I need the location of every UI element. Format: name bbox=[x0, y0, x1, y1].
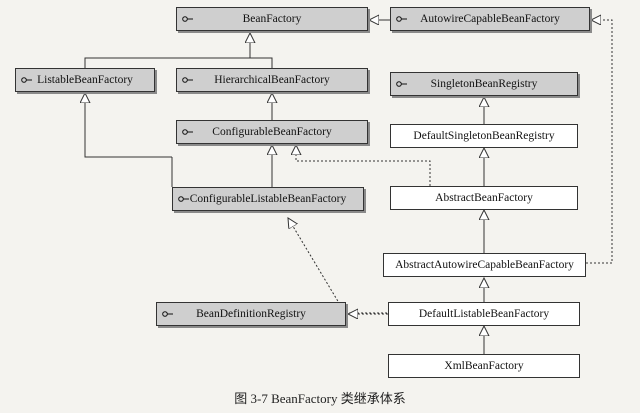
edge-abstractbf-to-configurable bbox=[296, 145, 431, 186]
node-bean-definition-registry: BeanDefinitionRegistry bbox=[156, 302, 346, 326]
node-label: AutowireCapableBeanFactory bbox=[420, 13, 560, 25]
node-label: ListableBeanFactory bbox=[37, 74, 133, 86]
node-label: XmlBeanFactory bbox=[444, 360, 524, 372]
node-label: BeanFactory bbox=[242, 13, 302, 25]
node-label: ConfigurableBeanFactory bbox=[212, 126, 332, 138]
figure-caption: 图 3-7 BeanFactory 类继承体系 bbox=[234, 391, 406, 406]
node-autowire-capable-bean-factory: AutowireCapableBeanFactory bbox=[390, 7, 590, 31]
node-listable-bean-factory: ListableBeanFactory bbox=[15, 68, 155, 92]
interface-icon bbox=[396, 16, 407, 22]
node-singleton-bean-registry: SingletonBeanRegistry bbox=[390, 72, 578, 96]
node-label: DefaultSingletonBeanRegistry bbox=[413, 130, 555, 142]
node-abstract-autowire-capable-bean-factory: AbstractAutowireCapableBeanFactory bbox=[383, 253, 586, 277]
node-bean-factory: BeanFactory bbox=[176, 7, 368, 31]
node-configurable-bean-factory: ConfigurableBeanFactory bbox=[176, 120, 368, 144]
interface-icon bbox=[182, 16, 193, 22]
node-default-singleton-bean-registry: DefaultSingletonBeanRegistry bbox=[390, 124, 578, 148]
interface-icon bbox=[182, 129, 193, 135]
interface-icon bbox=[178, 196, 189, 202]
interface-icon bbox=[162, 311, 173, 317]
node-xml-bean-factory: XmlBeanFactory bbox=[388, 354, 580, 378]
node-default-listable-bean-factory: DefaultListableBeanFactory bbox=[388, 302, 580, 326]
node-label: SingletonBeanRegistry bbox=[430, 78, 538, 90]
node-hierarchical-bean-factory: HierarchicalBeanFactory bbox=[176, 68, 368, 92]
edge-abstractautowire-to-autowire bbox=[586, 20, 613, 264]
node-abstract-bean-factory: AbstractBeanFactory bbox=[390, 186, 578, 210]
interface-icon bbox=[182, 77, 193, 83]
interface-icon bbox=[21, 77, 32, 83]
edge-listable-to-beanfactory bbox=[84, 33, 250, 68]
node-configurable-listable-bean-factory: ConfigurableListableBeanFactory bbox=[172, 187, 364, 211]
node-label: HierarchicalBeanFactory bbox=[214, 74, 330, 86]
interface-icon bbox=[396, 81, 407, 87]
edge-configlistable-to-listable bbox=[85, 93, 172, 158]
node-label: ConfigurableListableBeanFactory bbox=[189, 193, 347, 205]
node-label: BeanDefinitionRegistry bbox=[196, 308, 306, 320]
node-label: DefaultListableBeanFactory bbox=[418, 308, 550, 320]
node-label: AbstractBeanFactory bbox=[435, 192, 533, 204]
node-label: AbstractAutowireCapableBeanFactory bbox=[395, 259, 574, 271]
edge-hierarchical-to-beanfactory bbox=[250, 57, 273, 68]
